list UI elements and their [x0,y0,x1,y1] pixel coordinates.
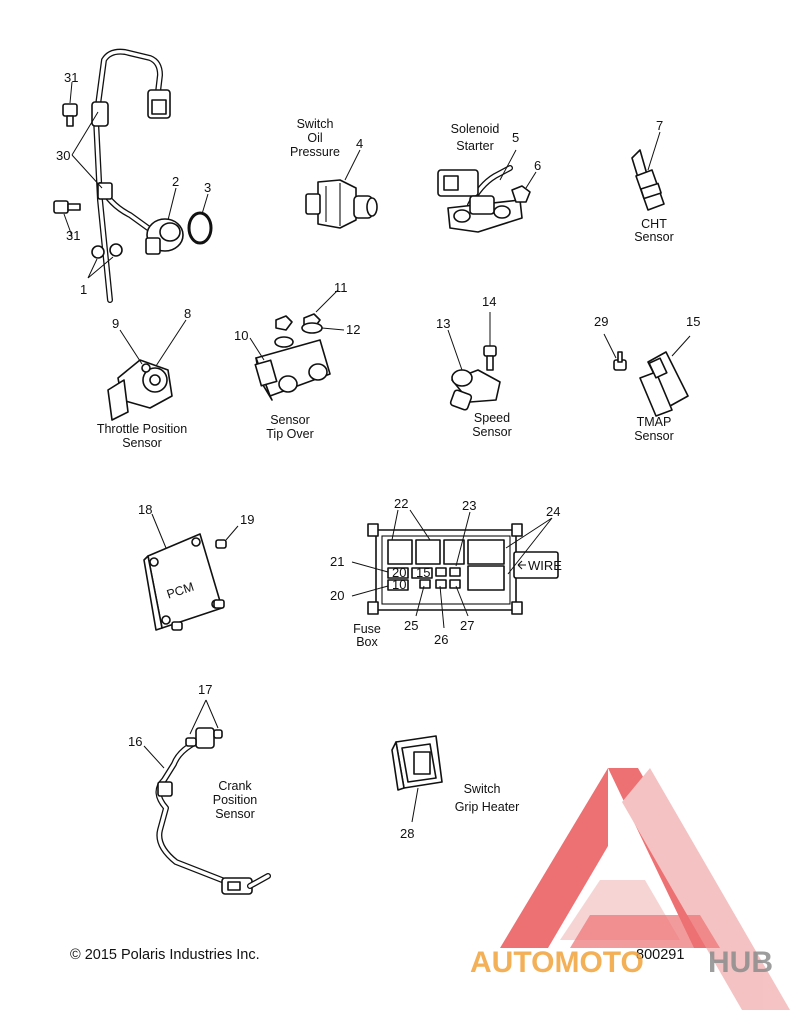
callout-19: 19 [240,512,254,527]
callout-18: 18 [138,502,152,517]
copyright-text: © 2015 Polaris Industries Inc. [70,947,260,963]
callout-7: 7 [656,118,663,133]
label-solenoid-2: Starter [456,139,494,153]
label-cht-1: CHT [641,217,667,231]
screw-icon [171,621,183,631]
callout-4: 4 [356,136,363,151]
label-crank-1: Crank [218,779,252,793]
label-grip-heater-1: Switch [464,782,501,796]
label-oil-pressure-3: Pressure [290,145,340,159]
label-oil-pressure-1: Switch [297,117,334,131]
speed-sensor [447,312,501,411]
callout-1: 1 [80,282,87,297]
bolt-icon [62,103,78,127]
fuse-15-label: 15 [416,565,430,580]
screw-icon [213,599,225,609]
callout-24: 24 [546,504,560,519]
throttle-position-sensor [107,319,187,421]
callout-9: 9 [112,316,119,331]
grip-heater-switch [391,735,443,823]
callout-23: 23 [462,498,476,513]
fuse-box: 20 15 10 WIRE [351,509,562,629]
callout-25: 25 [404,618,418,633]
label-tmap-2: Sensor [634,429,674,443]
bolt-icon [53,200,81,214]
screw-icon [215,539,227,549]
watermark-text-b: HUB [708,946,773,979]
callout-29: 29 [594,314,608,329]
tmap-sensor [603,333,691,417]
label-oil-pressure-2: Oil [307,131,322,145]
callout-20: 20 [330,588,344,603]
callout-31-top: 31 [64,70,78,85]
label-tmap-1: TMAP [637,415,672,429]
callout-numbers: 31 30 2 3 31 1 4 5 6 7 8 9 10 11 12 13 1… [56,70,700,841]
label-tipover-2: Tip Over [266,427,313,441]
oil-pressure-switch [305,149,378,229]
callout-16: 16 [128,734,142,749]
label-crank-2: Position [213,793,258,807]
harness-assembly [53,48,213,303]
callout-12: 12 [346,322,360,337]
watermark-text-a: AUTOMOTO [470,946,644,979]
callout-21: 21 [330,554,344,569]
callout-10: 10 [234,328,248,343]
label-fusebox-1: Fuse [353,622,381,636]
label-throttle-1: Throttle Position [97,422,187,436]
callout-17: 17 [198,682,212,697]
wire-tag: WIRE [528,558,562,573]
watermark-logo [500,768,790,1010]
label-tipover-1: Sensor [270,413,310,427]
diagram-number: 800291 [636,947,684,963]
part-labels: Switch Oil Pressure Solenoid Starter CHT… [97,117,674,821]
tip-over-sensor [249,289,345,401]
watermark-wordmark: AUTOMOTO HUB [470,946,773,979]
callout-8: 8 [184,306,191,321]
callout-15: 15 [686,314,700,329]
label-crank-3: Sensor [215,807,255,821]
label-speed-2: Sensor [472,425,512,439]
callout-31-bottom: 31 [66,228,80,243]
callout-28: 28 [400,826,414,841]
callout-5: 5 [512,130,519,145]
label-speed-1: Speed [474,411,510,425]
callout-2: 2 [172,174,179,189]
label-cht-2: Sensor [634,230,674,244]
starter-solenoid [437,149,537,233]
label-fusebox-2: Box [356,635,378,649]
callout-22: 22 [394,496,408,511]
callout-27: 27 [460,618,474,633]
label-grip-heater-2: Grip Heater [455,800,520,814]
callout-14: 14 [482,294,496,309]
callout-3: 3 [204,180,211,195]
fuse-20-label: 20 [392,565,406,580]
fuse-10-label: 10 [392,577,406,592]
callout-11: 11 [334,280,348,295]
pcm-module: PCM [143,513,239,631]
callout-6: 6 [534,158,541,173]
callout-26: 26 [434,632,448,647]
cht-sensor [631,131,665,211]
label-throttle-2: Sensor [122,436,162,450]
label-solenoid-1: Solenoid [451,122,500,136]
callout-13: 13 [436,316,450,331]
callout-30: 30 [56,148,70,163]
crank-position-sensor [143,699,271,895]
